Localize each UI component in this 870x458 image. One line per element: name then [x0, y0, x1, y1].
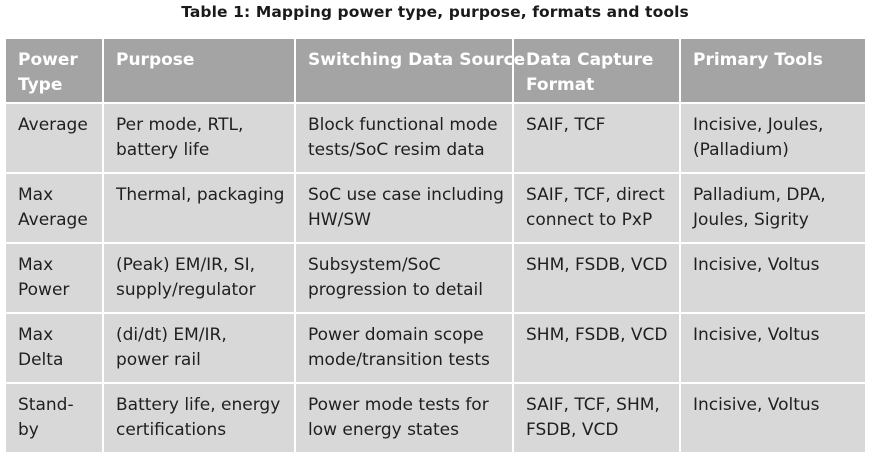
- cell-text-line: battery life: [116, 140, 210, 160]
- power-type-cell: Average: [4, 102, 104, 174]
- cell-text-line: Incisive, Voltus: [693, 395, 820, 415]
- cell-text-line: tests/SoC resim data: [308, 140, 485, 160]
- cell-text-line: Incisive, Voltus: [693, 255, 820, 275]
- primary-tools-cell: Incisive, Voltus: [679, 242, 867, 314]
- cell-text-line: Stand-: [18, 395, 74, 415]
- cell-text-line: SHM, FSDB, VCD: [526, 325, 668, 345]
- table-body: Average Per mode, RTL, battery life Block f…: [4, 102, 867, 454]
- cell-text-line: Average: [18, 115, 88, 135]
- cell-text-line: SoC use case including: [308, 185, 504, 205]
- cell-text-line: connect to PxP: [526, 210, 653, 230]
- cell-text-line: Battery life, energy: [116, 395, 281, 415]
- header-switching-data-source: Switching Data Source: [294, 37, 526, 104]
- cell-text-line: mode/transition tests: [308, 350, 490, 370]
- cell-text-line: (di/dt) EM/IR,: [116, 325, 227, 345]
- header-text-line: Data Capture: [526, 50, 654, 70]
- switching-data-source-cell: Block functional mode tests/SoC resim dat…: [294, 102, 514, 174]
- switching-data-source-cell: Subsystem/SoC progression to detail: [294, 242, 514, 314]
- cell-text-line: Incisive, Joules,: [693, 115, 824, 135]
- purpose-cell: (di/dt) EM/IR, power rail: [102, 312, 296, 384]
- data-capture-format-cell: SHM, FSDB, VCD: [512, 242, 681, 314]
- cell-text-line: power rail: [116, 350, 201, 370]
- cell-text-line: Average: [18, 210, 88, 230]
- cell-text-line: FSDB, VCD: [526, 420, 619, 440]
- header-row: Power Type Purpose Switching Data Source…: [4, 37, 867, 104]
- header-text-line: Power: [18, 50, 78, 70]
- cell-text-line: Incisive, Voltus: [693, 325, 820, 345]
- cell-text-line: certifications: [116, 420, 227, 440]
- cell-text-line: Block functional mode: [308, 115, 498, 135]
- cell-text-line: Delta: [18, 350, 64, 370]
- primary-tools-cell: Incisive, Joules, (Palladium): [679, 102, 867, 174]
- table-row: Average Per mode, RTL, battery life Block f…: [4, 102, 867, 174]
- cell-text-line: progression to detail: [308, 280, 483, 300]
- cell-text-line: SAIF, TCF, direct: [526, 185, 665, 205]
- cell-text-line: by: [18, 420, 39, 440]
- header-text-line: Purpose: [116, 50, 195, 70]
- cell-text-line: SAIF, TCF: [526, 115, 606, 135]
- cell-text-line: Subsystem/SoC: [308, 255, 441, 275]
- table-caption: Table 1: Mapping power type, purpose, fo…: [181, 3, 689, 21]
- power-mapping-table: Power Type Purpose Switching Data Source…: [4, 37, 867, 454]
- header-text-line: Switching Data Source: [308, 50, 526, 70]
- cell-text-line: Max: [18, 255, 54, 275]
- switching-data-source-cell: Power domain scope mode/transition tests: [294, 312, 514, 384]
- data-capture-format-cell: SAIF, TCF, direct connect to PxP: [512, 172, 681, 244]
- cell-text-line: Max: [18, 325, 54, 345]
- purpose-cell: Thermal, packaging: [102, 172, 296, 244]
- purpose-cell: Battery life, energy certifications: [102, 382, 296, 454]
- data-capture-format-cell: SAIF, TCF, SHM, FSDB, VCD: [512, 382, 681, 454]
- purpose-cell: Per mode, RTL, battery life: [102, 102, 296, 174]
- cell-text-line: (Peak) EM/IR, SI,: [116, 255, 256, 275]
- cell-text-line: Power domain scope: [308, 325, 484, 345]
- purpose-cell: (Peak) EM/IR, SI, supply/regulator: [102, 242, 296, 314]
- cell-text-line: HW/SW: [308, 210, 371, 230]
- header-data-capture-format: Data Capture Format: [512, 37, 681, 104]
- cell-text-line: Power: [18, 280, 70, 300]
- cell-text-line: Per mode, RTL,: [116, 115, 244, 135]
- cell-text-line: (Palladium): [693, 140, 789, 160]
- table-row: Stand-by Battery life, energy certificatio…: [4, 382, 867, 454]
- cell-text-line: SAIF, TCF, SHM,: [526, 395, 660, 415]
- cell-text-line: Palladium, DPA,: [693, 185, 826, 205]
- data-capture-format-cell: SHM, FSDB, VCD: [512, 312, 681, 384]
- header-text-line: Type: [18, 75, 63, 95]
- header-text-line: Primary Tools: [693, 50, 823, 70]
- primary-tools-cell: Palladium, DPA, Joules, Sigrity: [679, 172, 867, 244]
- header-primary-tools: Primary Tools: [679, 37, 867, 104]
- power-type-cell: Stand-by: [4, 382, 104, 454]
- cell-text-line: supply/regulator: [116, 280, 256, 300]
- header-purpose: Purpose: [102, 37, 296, 104]
- header-text-line: Format: [526, 75, 595, 95]
- cell-text-line: Power mode tests for: [308, 395, 489, 415]
- cell-text-line: low energy states: [308, 420, 459, 440]
- primary-tools-cell: Incisive, Voltus: [679, 312, 867, 384]
- cell-text-line: SHM, FSDB, VCD: [526, 255, 668, 275]
- cell-text-line: Thermal, packaging: [116, 185, 285, 205]
- cell-text-line: Joules, Sigrity: [693, 210, 809, 230]
- data-capture-format-cell: SAIF, TCF: [512, 102, 681, 174]
- primary-tools-cell: Incisive, Voltus: [679, 382, 867, 454]
- cell-text-line: Max: [18, 185, 54, 205]
- header-power-type: Power Type: [4, 37, 104, 104]
- switching-data-source-cell: Power mode tests for low energy states: [294, 382, 514, 454]
